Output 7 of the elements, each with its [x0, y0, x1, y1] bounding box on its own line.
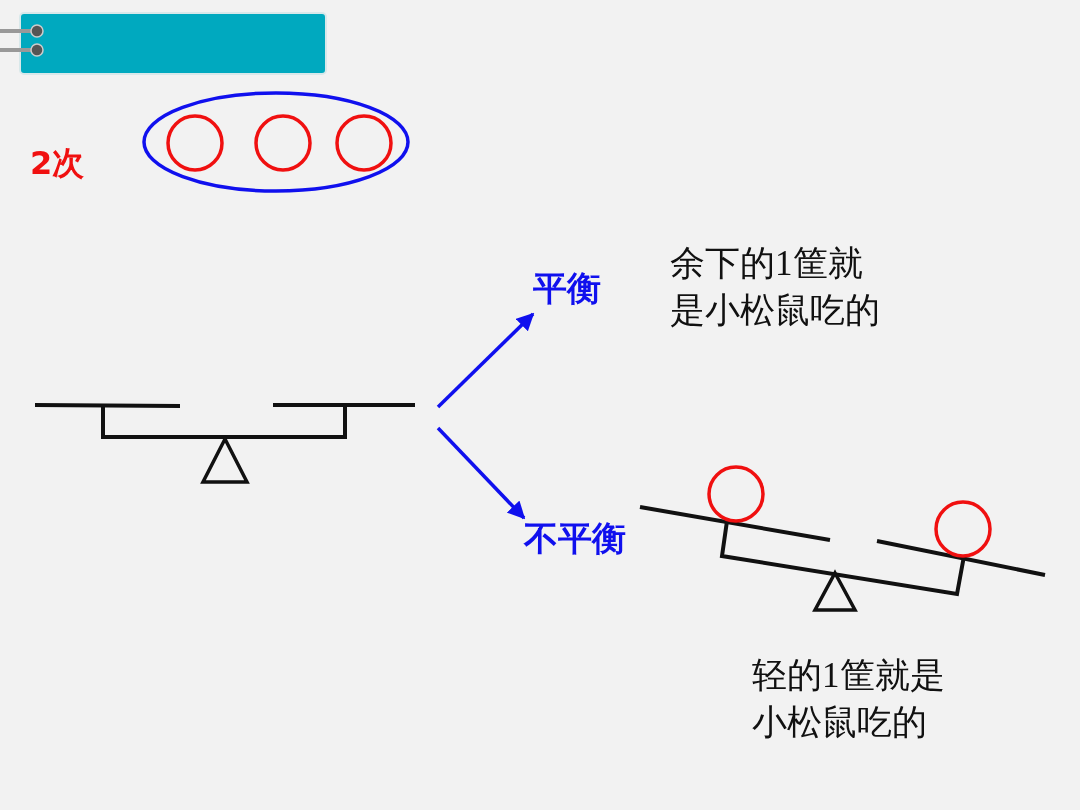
arrow [436, 426, 526, 520]
outcome-text: 不平衡 [524, 518, 627, 559]
outcome-text: 平衡 [533, 268, 602, 309]
step-count-label: 2次 [30, 143, 86, 184]
note-text: 轻的1筐就是小松鼠吃的 [752, 655, 946, 745]
note-text: 余下的1筐就是小松鼠吃的 [670, 243, 881, 333]
arrow [436, 312, 535, 409]
